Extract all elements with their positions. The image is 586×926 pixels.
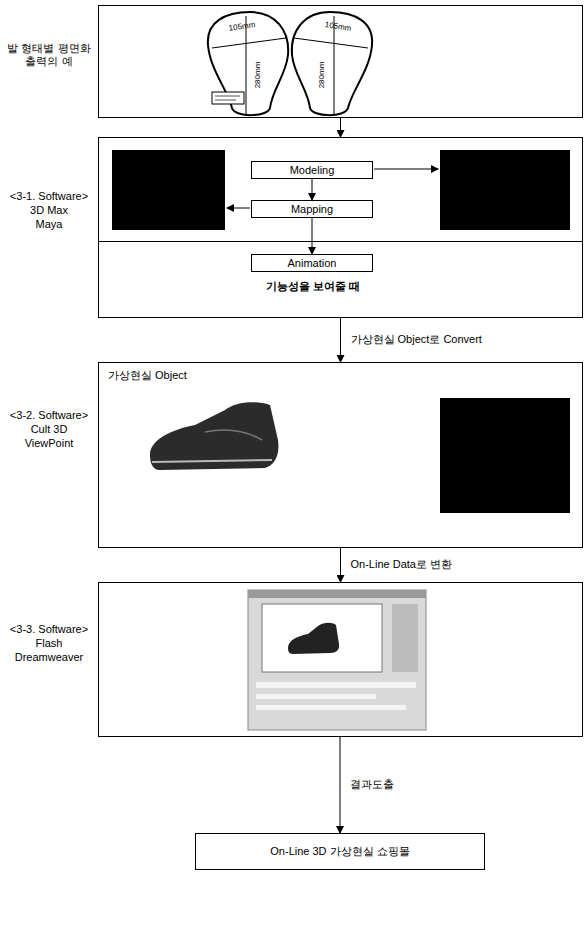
screen-frame	[248, 590, 426, 730]
legend-scribble	[215, 96, 240, 97]
process-box: Mapping	[251, 200, 373, 218]
dimension-label: 105mm	[317, 19, 358, 34]
edge-label: 결과도출	[348, 778, 396, 791]
screen-panel	[262, 604, 382, 672]
screenshot	[248, 590, 426, 730]
render-image	[440, 398, 570, 513]
side-heading: Maya	[4, 218, 94, 231]
result-box: On-Line 3D 가상현실 쇼핑몰	[195, 833, 485, 870]
shoe-sole	[152, 460, 272, 462]
process-box: Animation	[251, 254, 373, 272]
foot-outlines	[208, 12, 372, 115]
dimension-label: 280mm	[317, 55, 327, 95]
text-holder: Mapping	[252, 201, 372, 217]
flow-arrow	[340, 548, 341, 582]
flow-arrow	[312, 179, 313, 200]
screen-toolbar	[248, 590, 426, 598]
screen-bar	[256, 682, 416, 688]
width-line	[294, 38, 368, 48]
left-foot	[208, 12, 288, 115]
node-text: 가상현실 Object	[108, 369, 308, 382]
screen-sidebar	[392, 604, 418, 672]
dimension-label: 280mm	[253, 55, 263, 95]
node-text: Mapping	[291, 203, 333, 216]
legend-box	[212, 92, 244, 104]
screen-bar	[256, 705, 406, 710]
animation-band: 기능성을 보여줄 때 Animation	[99, 241, 582, 317]
shoe-body	[150, 402, 278, 470]
software-box: <3-2. Software>Cult 3DViewPoint가상현실 Obje…	[98, 362, 583, 548]
legend-scribble	[215, 100, 236, 101]
flow-arrow	[340, 737, 341, 833]
flow-arrow	[340, 318, 341, 362]
shoe-image	[150, 402, 278, 470]
text-holder: Modeling	[252, 162, 372, 178]
side-heading: Flash	[4, 637, 94, 650]
screen-shoe	[288, 623, 339, 654]
process-box: Modeling	[251, 161, 373, 179]
side-heading: 3D Max	[4, 204, 94, 217]
shoe-detail	[205, 430, 262, 440]
flow-arrow	[227, 208, 250, 209]
node-text: On-Line 3D 가상현실 쇼핑몰	[270, 845, 409, 858]
side-heading: Cult 3D	[4, 423, 94, 436]
edge-label: On-Line Data로 변환	[349, 558, 454, 571]
width-line	[212, 38, 286, 48]
flow-arrow	[340, 118, 341, 137]
text-holder: On-Line 3D 가상현실 쇼핑몰	[196, 834, 484, 869]
side-heading: <3-3. Software>	[4, 623, 94, 636]
render-image	[440, 150, 570, 230]
side-heading: Dreamweaver	[4, 651, 94, 664]
flow-arrow	[374, 169, 438, 170]
dimension-label: 105mm	[221, 19, 262, 34]
flow-arrow	[312, 218, 313, 254]
edge-label: 가상현실 Object로 Convert	[349, 333, 484, 346]
side-heading: ViewPoint	[4, 437, 94, 450]
node-text: 기능성을 보여줄 때	[213, 280, 413, 293]
screen-bar	[256, 694, 376, 699]
right-foot	[292, 12, 372, 115]
node-text: Modeling	[290, 164, 335, 177]
side-heading: <3-1. Software>	[4, 190, 94, 203]
text-holder: Animation	[252, 255, 372, 271]
node-text: Animation	[288, 257, 337, 270]
software-box: <3-1. Software>3D MaxMayaModelingMapping…	[98, 137, 583, 318]
software-box: <3-3. Software>FlashDreamweaver	[98, 582, 583, 737]
render-image	[112, 150, 225, 230]
side-heading: <3-2. Software>	[4, 409, 94, 422]
side-heading: 발 형태별 평면화 출력의 예	[4, 42, 94, 68]
